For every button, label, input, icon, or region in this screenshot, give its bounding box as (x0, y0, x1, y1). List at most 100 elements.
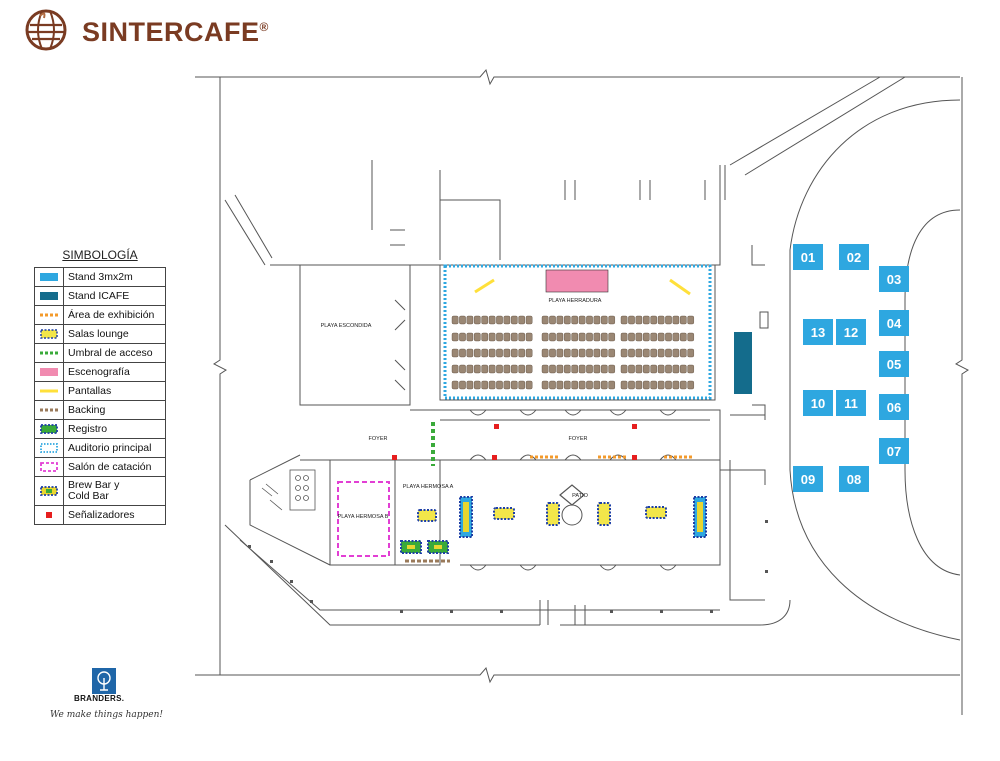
seat (451, 380, 459, 390)
seat (578, 364, 586, 374)
legend-row: Registro (35, 420, 165, 439)
legend-row: Umbral de acceso (35, 344, 165, 363)
seat (556, 315, 564, 325)
seat (549, 348, 556, 358)
legend-row: Salón de catación (35, 458, 165, 477)
seat (518, 348, 525, 358)
seat (511, 348, 518, 358)
legend-swatch (35, 401, 64, 419)
room-foyer-left: FOYER (369, 436, 388, 442)
stand-02[interactable]: 02 (839, 244, 869, 270)
registered-mark: ® (259, 20, 269, 34)
seat (628, 315, 635, 325)
seat (643, 315, 650, 325)
seat (608, 348, 615, 358)
legend-label: Umbral de acceso (68, 346, 153, 359)
seat (680, 332, 687, 342)
seat (608, 364, 615, 374)
legend-row: Señalizadores (35, 506, 165, 524)
room-playa-hermosa-a: PLAYA HERMOSA A (403, 484, 454, 490)
stand-12[interactable]: 12 (836, 319, 866, 345)
legend-label: Área de exhibición (68, 308, 155, 321)
seat (571, 348, 578, 358)
stand-04[interactable]: 04 (879, 310, 909, 336)
sintercafe-logo: SINTERCAFE® (20, 8, 280, 54)
branders-name: BRANDERS. (74, 694, 125, 703)
room-patio: PATIO (572, 493, 588, 499)
stand-03[interactable]: 03 (879, 266, 909, 292)
legend-label: Stand ICAFE (68, 289, 130, 302)
seat (488, 332, 496, 342)
salon-de-catacion-boundary (337, 481, 390, 557)
seat (628, 332, 635, 342)
seat (593, 315, 601, 325)
seat (650, 315, 657, 325)
seat (459, 364, 466, 374)
seat (578, 315, 586, 325)
legend-row: Backing (35, 401, 165, 420)
seat (474, 364, 481, 374)
seat (481, 380, 489, 390)
seat (518, 315, 525, 325)
seat (680, 348, 687, 358)
seat (680, 315, 687, 325)
stand-05[interactable]: 05 (879, 351, 909, 377)
seat (496, 364, 503, 374)
seat (657, 315, 665, 325)
branders-logo: BRANDERS. We make things happen! (40, 668, 180, 728)
seat (687, 348, 694, 358)
stand-09[interactable]: 09 (793, 466, 823, 492)
seat (628, 364, 635, 374)
legend-label: Escenografía (68, 365, 130, 378)
stand-13[interactable]: 13 (803, 319, 833, 345)
seat (541, 332, 549, 342)
seat (496, 332, 503, 342)
seat (601, 315, 608, 325)
seat (549, 332, 556, 342)
globe-cup-icon (25, 9, 67, 51)
stand-06[interactable]: 06 (879, 394, 909, 420)
legend-swatch (35, 382, 64, 400)
seat (488, 348, 496, 358)
seat (672, 364, 680, 374)
legend-row: Área de exhibición (35, 306, 165, 325)
seat (564, 364, 571, 374)
seat (643, 380, 650, 390)
stand-10[interactable]: 10 (803, 390, 833, 416)
legend-swatch (35, 439, 64, 457)
pantalla-right (669, 278, 691, 296)
seat (672, 315, 680, 325)
stand-icafe[interactable] (734, 332, 752, 394)
stand-07[interactable]: 07 (879, 438, 909, 464)
legend-row: Pantallas (35, 382, 165, 401)
brew-bar-cold-bar (400, 540, 449, 554)
stand-01[interactable]: 01 (793, 244, 823, 270)
seat (459, 315, 466, 325)
seat (643, 364, 650, 374)
pantalla-left (474, 278, 495, 294)
seat (541, 380, 549, 390)
seat (564, 315, 571, 325)
seat (459, 332, 466, 342)
stand-08[interactable]: 08 (839, 466, 869, 492)
legend-label: Salas lounge (68, 327, 129, 340)
seat (549, 315, 556, 325)
seat (601, 364, 608, 374)
seat (672, 332, 680, 342)
restroom-area (261, 469, 316, 511)
salas-lounge (417, 502, 667, 526)
seat (503, 380, 511, 390)
seat (556, 364, 564, 374)
seat (556, 380, 564, 390)
escenografia-stage (545, 269, 609, 293)
seat (496, 380, 503, 390)
senalizadores (392, 424, 637, 460)
registro-counters (459, 496, 707, 538)
auditorium-seating (451, 315, 694, 390)
stand-11[interactable]: 11 (836, 390, 866, 416)
seat (474, 315, 481, 325)
seat (481, 315, 489, 325)
seat (601, 380, 608, 390)
